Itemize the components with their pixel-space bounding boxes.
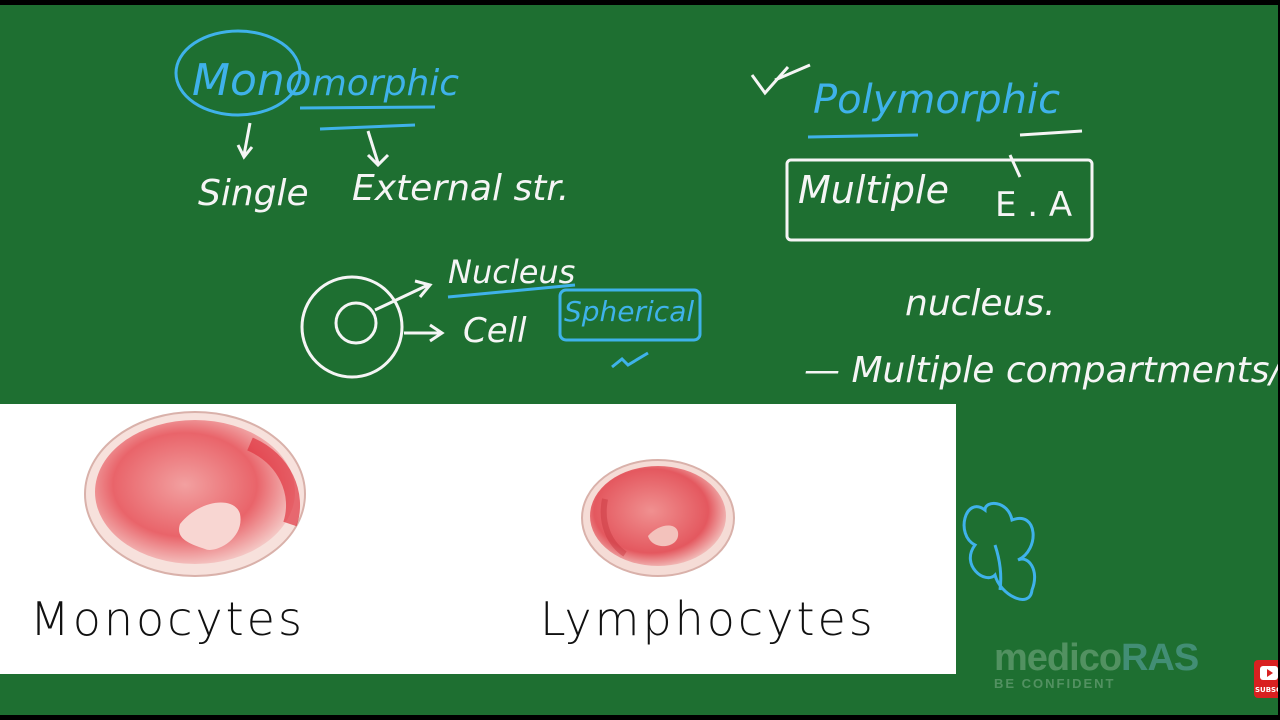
arrow-to-single	[236, 122, 254, 160]
brand-wordmark: medicoRAS	[994, 637, 1199, 680]
arrow-to-nucleus	[374, 279, 433, 312]
single-label: Single	[198, 173, 309, 214]
lobed-nucleus-icon	[962, 501, 1037, 601]
monomorphic-heading: Monomorphic	[192, 55, 459, 106]
cell-label: Cell	[463, 311, 527, 351]
mono-suffix: morphic	[311, 63, 460, 104]
tick-icon	[611, 351, 649, 369]
arrow-to-external	[366, 130, 390, 168]
poly-tick	[750, 63, 811, 96]
cell-diagram-icon	[300, 275, 404, 379]
spherical-label: Spherical	[564, 295, 695, 328]
monocytes-label: Monocytes	[30, 592, 305, 646]
mono-prefix: Mono	[192, 55, 312, 106]
compartments-note: — Multiple compartments/	[804, 350, 1278, 391]
brand-part-a: medico	[994, 637, 1122, 679]
morphic-underline	[319, 123, 416, 131]
polymorphic-heading: Polymorphic	[813, 77, 1061, 123]
brand-tagline: BE CONFIDENT	[994, 676, 1116, 691]
nucleus-note: nucleus.	[905, 283, 1056, 324]
cells-illustration	[84, 411, 735, 577]
subscribe-text: SUBSCRIBE	[1255, 686, 1278, 694]
cell-image-panel: Monocytes Lymphocytes	[0, 404, 956, 674]
lymphocytes-label: Lymphocytes	[540, 592, 876, 646]
brand-part-b: RAS	[1121, 637, 1199, 679]
multiple-label: Multiple	[798, 168, 949, 212]
monocyte-cell	[84, 411, 306, 577]
ea-label: E . A	[995, 185, 1073, 225]
youtube-subscribe-icon[interactable]: SUBSCRIBE	[1254, 660, 1278, 698]
lymphocyte-cell	[581, 459, 735, 577]
play-icon	[1260, 666, 1278, 680]
external-str-label: External str.	[352, 168, 570, 209]
arrow-to-cell	[404, 323, 445, 343]
nucleus-label: Nucleus	[448, 253, 576, 291]
medicoras-watermark: medicoRAS BE CONFIDENT	[994, 637, 1199, 691]
